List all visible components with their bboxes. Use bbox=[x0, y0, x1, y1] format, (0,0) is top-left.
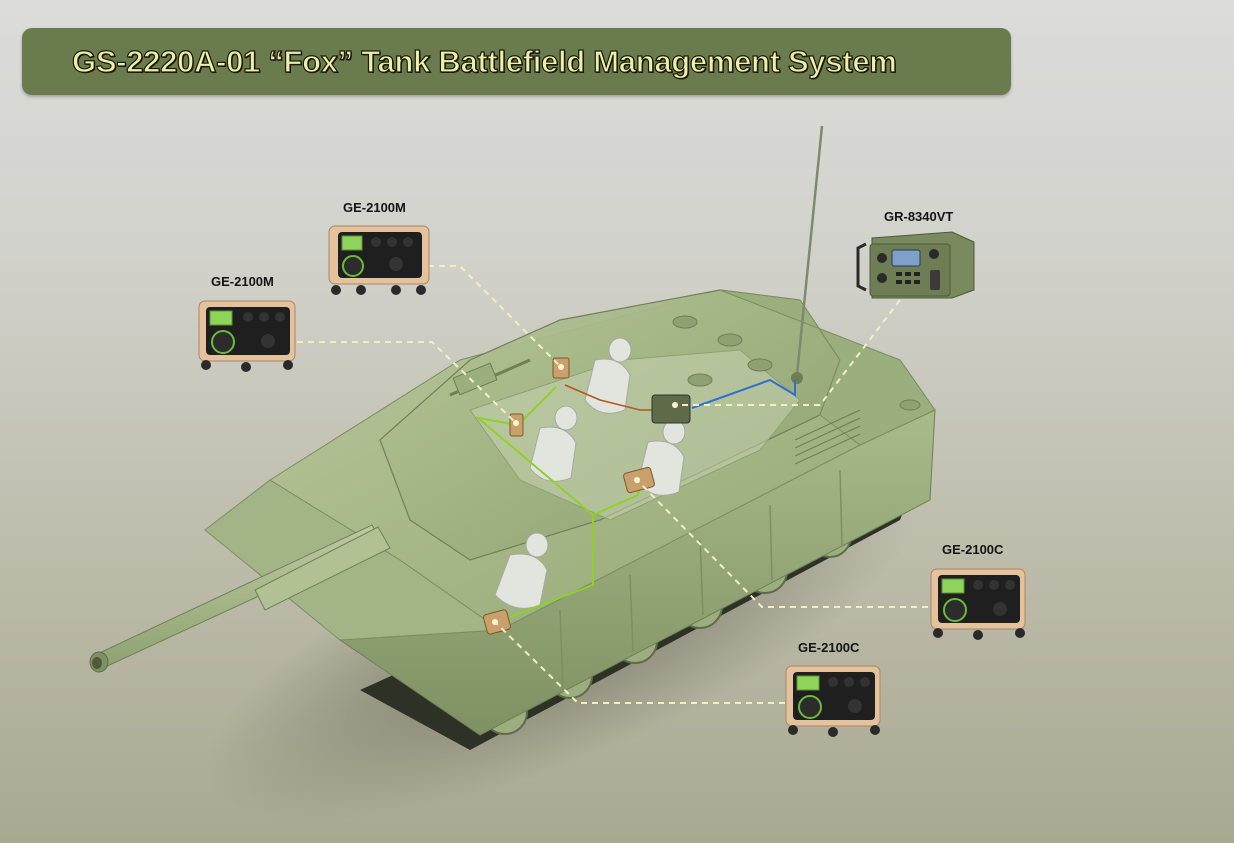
gr8340vt-radio[interactable] bbox=[852, 230, 980, 300]
internal-devices bbox=[482, 357, 691, 635]
connector-ge2100m-left bbox=[297, 341, 517, 424]
cable-green-3 bbox=[517, 386, 557, 426]
connector-ge2100c-bottom bbox=[494, 621, 785, 704]
ge2100m-top-unit[interactable] bbox=[326, 222, 432, 296]
cable-orange bbox=[564, 384, 655, 411]
device-label-ge2100c-bottom: GE-2100C bbox=[798, 640, 860, 655]
title-banner: GS-2220A-01 “Fox” Tank Battlefield Manag… bbox=[22, 28, 1011, 95]
ge2100m-left-unit[interactable] bbox=[196, 297, 300, 373]
device-label-ge2100c-right: GE-2100C bbox=[942, 542, 1004, 557]
connector-gr8340vt bbox=[675, 299, 901, 406]
ge2100c-bottom-unit[interactable] bbox=[783, 662, 885, 738]
cable-blue bbox=[691, 378, 796, 409]
device-label-gr8340vt: GR-8340VT bbox=[884, 209, 954, 224]
connector-ge2100c-right bbox=[636, 479, 928, 608]
ge2100c-right-unit[interactable] bbox=[928, 565, 1030, 641]
tank-main-gun bbox=[89, 524, 391, 673]
page-title: GS-2220A-01 “Fox” Tank Battlefield Manag… bbox=[71, 43, 897, 79]
device-label-ge2100m-top: GE-2100M bbox=[343, 200, 406, 215]
device-label-ge2100m-left: GE-2100M bbox=[211, 274, 274, 289]
antenna bbox=[795, 125, 824, 376]
crew-seats bbox=[494, 337, 686, 609]
connector-lines bbox=[297, 265, 928, 704]
